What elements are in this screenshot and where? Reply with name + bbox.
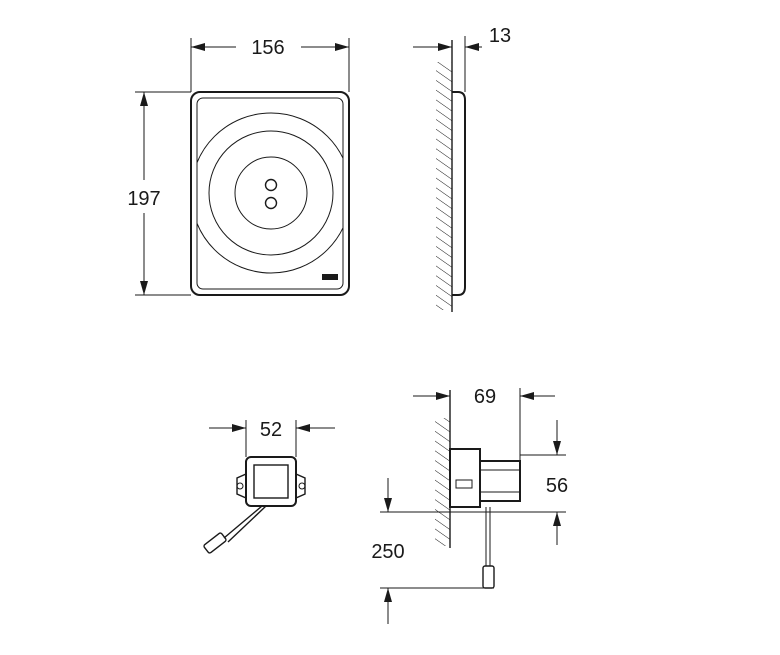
connector-plug-icon	[482, 565, 495, 589]
dim-label-69: 69	[474, 386, 496, 408]
dim-plate-width: 156	[190, 37, 350, 92]
dim-module-width: 52	[209, 419, 335, 457]
sensor-icon	[264, 178, 278, 192]
front-view-plate	[190, 91, 350, 296]
dim-plate-height: 197	[127, 91, 191, 296]
dim-box-height: 56	[380, 420, 568, 545]
dim-label-13: 13	[489, 25, 511, 47]
connector-plug-icon	[203, 532, 227, 554]
dim-label-56: 56	[546, 475, 568, 497]
sensor-icon	[264, 196, 278, 210]
dim-plate-depth: 13	[413, 25, 511, 92]
dim-label-52: 52	[260, 419, 282, 441]
dim-label-250: 250	[371, 541, 404, 563]
dim-box-depth: 69	[413, 386, 555, 461]
box-side-view	[435, 390, 521, 589]
logo-mark	[322, 274, 338, 280]
dim-cable-length: 250	[371, 478, 494, 624]
module-front-view	[203, 456, 306, 554]
side-view-plate	[436, 40, 466, 312]
dim-label-197: 197	[127, 188, 160, 210]
dim-label-156: 156	[251, 37, 284, 59]
